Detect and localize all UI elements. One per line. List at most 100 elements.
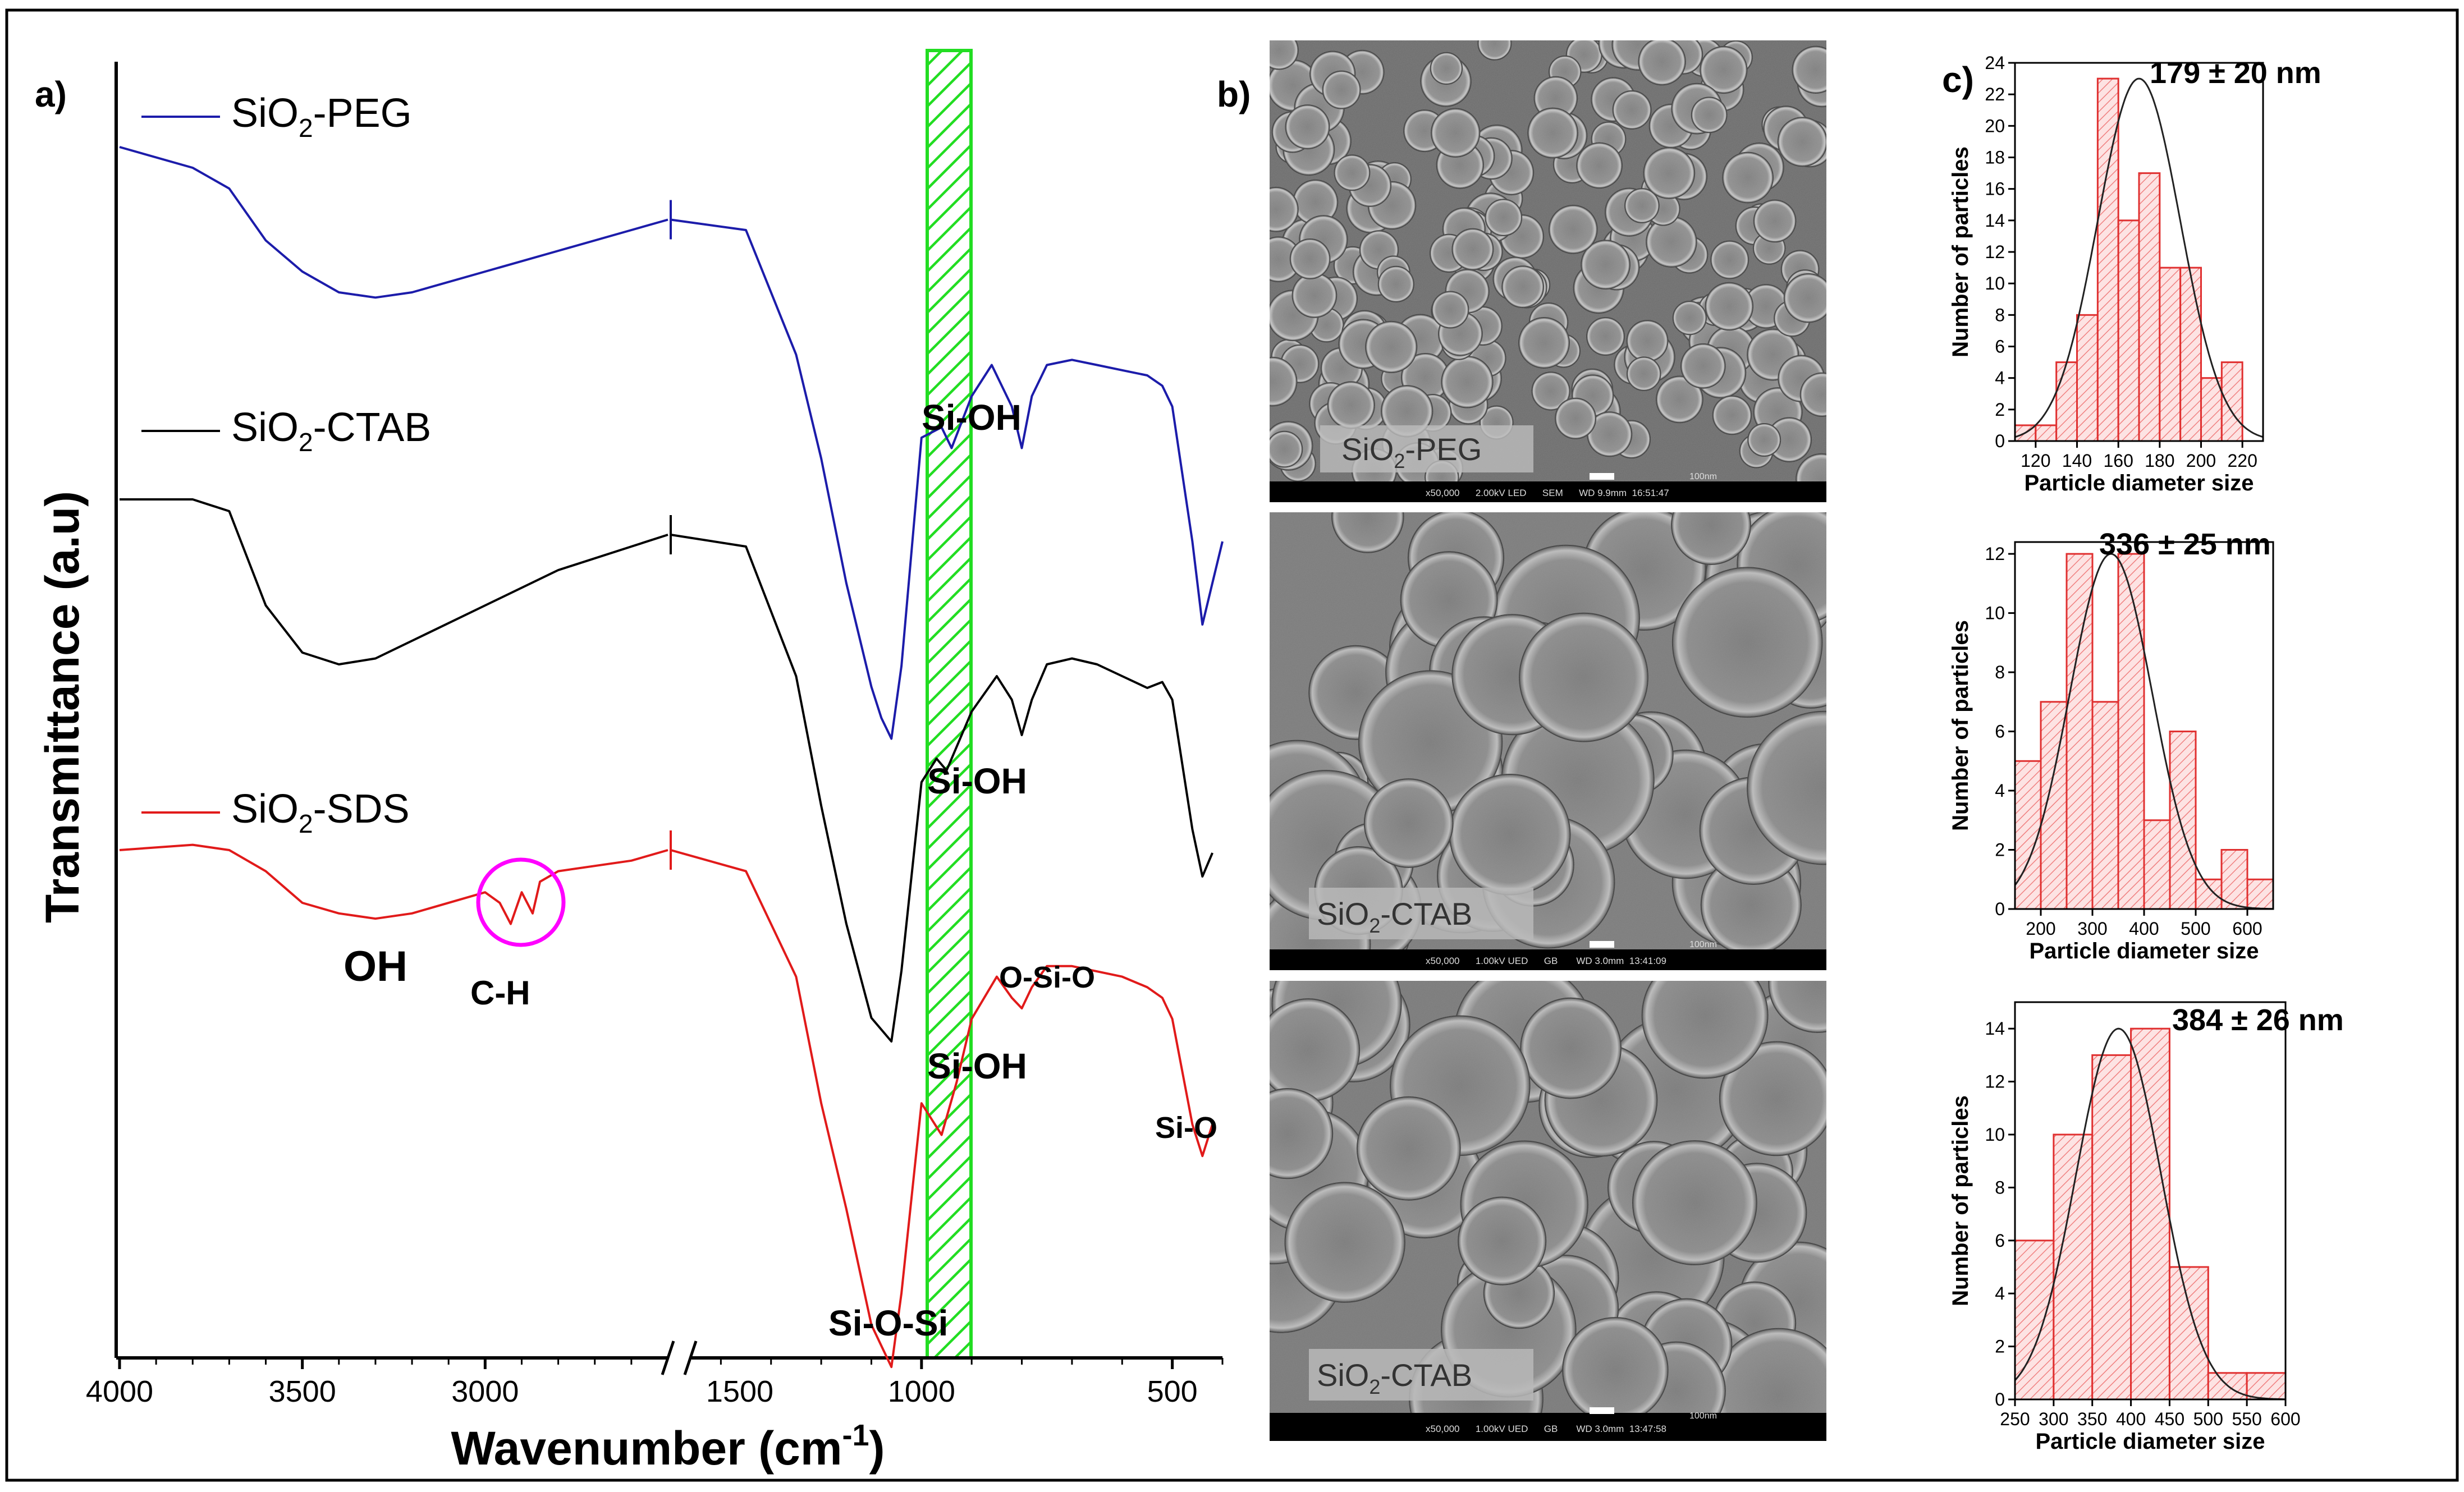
- y-tick-label: 6: [1995, 1231, 2005, 1251]
- y-tick-label: 6: [1995, 722, 2005, 742]
- ch-highlight-circle: [476, 857, 566, 947]
- sem-scale-bar: [1590, 473, 1614, 480]
- histogram-bar: [2076, 314, 2099, 442]
- sem-label-box: [1309, 888, 1533, 939]
- ftir-series-group: [119, 146, 1224, 1369]
- sem-info-bar: [1270, 949, 1826, 970]
- histogram-bar: [2014, 1239, 2055, 1401]
- legend-label-sds: SiO2-SDS: [231, 787, 410, 838]
- legend-label-ctab: SiO2-CTAB: [231, 405, 431, 457]
- annotation-si-oh-peg: Si-OH: [922, 397, 1022, 438]
- y-tick-label: 8: [1995, 662, 2005, 682]
- y-tick-label: 12: [1985, 1072, 2005, 1092]
- sem-scale-bar: [1590, 1407, 1614, 1414]
- y-tick-label: 22: [1985, 84, 2005, 104]
- histogram-y-label: Number of particles: [1948, 1095, 1973, 1306]
- histogram-bar: [2035, 424, 2058, 442]
- x-tick-label: 600: [2232, 919, 2262, 939]
- gaussian-fit-curve: [2014, 1027, 2286, 1401]
- x-tick-label: 400: [2116, 1409, 2146, 1429]
- annotation-si-o: Si-O: [1155, 1111, 1217, 1145]
- y-tick-label: 16: [1985, 179, 2005, 199]
- x-tick-label: 160: [2103, 451, 2133, 471]
- x-tick-label: 250: [2000, 1409, 2030, 1429]
- x-tick-label: 450: [2155, 1409, 2184, 1429]
- x-tick-label: 500: [2181, 919, 2210, 939]
- sem-scale-bar: [1590, 941, 1614, 948]
- sem-label-ctab-2: SiO2-CTAB: [1317, 1357, 1472, 1398]
- histogram-bar: [2200, 377, 2223, 442]
- y-tick-label: 2: [1995, 400, 2005, 420]
- histogram-bar: [2246, 878, 2274, 910]
- ftir-x-axis-label: Wavenumber (cm-1): [451, 1418, 885, 1475]
- panel-label-c: c): [1942, 59, 1974, 100]
- sem-image-ctab-2: 100nm x50,000 1.00kV UED GB WD 3.0mm 13:…: [1270, 981, 1826, 1441]
- histogram-bar: [2117, 553, 2145, 910]
- sem-info-bar: [1270, 1413, 1826, 1441]
- histogram-bar: [2014, 760, 2042, 910]
- y-tick-label: 18: [1985, 148, 2005, 168]
- histogram-bar: [2053, 1133, 2094, 1401]
- y-tick-label: 12: [1985, 544, 2005, 564]
- y-tick-label: 10: [1985, 1124, 2005, 1145]
- ftir-series-ctab: [120, 498, 1213, 1043]
- y-tick-label: 4: [1995, 368, 2005, 388]
- x-tick-label: 500: [2193, 1409, 2223, 1429]
- legend-entry-sds: SiO2-SDS: [141, 787, 410, 838]
- annotation-si-oh-ctab: Si-OH: [927, 761, 1027, 801]
- sem-image-peg: 100nm x50,000 2.00kV LED SEM WD 9.9mm 16…: [1270, 40, 1826, 502]
- y-tick-label: 10: [1985, 273, 2005, 293]
- sem-label-box: [1309, 1349, 1533, 1401]
- legend-entry-ctab: SiO2-CTAB: [141, 405, 431, 457]
- x-tick-label: 120: [2021, 451, 2050, 471]
- axis-break-mark-1: [661, 1340, 675, 1375]
- x-tick-label: 1500: [706, 1375, 773, 1408]
- annotation-o-si-o: O-Si-O: [999, 961, 1095, 994]
- histogram-bar: [2055, 361, 2078, 442]
- histogram-bar: [2169, 731, 2197, 910]
- sem-info-text: x50,000 1.00kV UED GB WD 3.0mm 13:41:09: [1426, 956, 1666, 966]
- x-tick-label: 550: [2232, 1409, 2261, 1429]
- histogram-bar: [2220, 849, 2248, 910]
- sem-scale-text: 100nm: [1689, 940, 1717, 949]
- ftir-y-axis-label: Transmittance (a.u): [36, 491, 89, 923]
- annotation-si-o-si: Si-O-Si: [828, 1303, 948, 1343]
- histogram-bar: [2138, 172, 2161, 442]
- ftir-series-peg: [119, 146, 1224, 740]
- x-tick-label: 300: [2039, 1409, 2068, 1429]
- y-tick-label: 0: [1995, 431, 2005, 451]
- gaussian-fit-curve: [2014, 77, 2264, 438]
- histogram-x-label: Particle diameter size: [2035, 1429, 2265, 1454]
- gaussian-fit-curve: [2014, 553, 2273, 910]
- x-tick-label: 1000: [888, 1375, 955, 1408]
- sem-info-text: x50,000 1.00kV UED GB WD 3.0mm 13:47:58: [1426, 1424, 1666, 1434]
- histogram-bar: [2179, 267, 2202, 442]
- y-tick-label: 6: [1995, 337, 2005, 357]
- sem-scale-text: 100nm: [1689, 1411, 1717, 1421]
- histogram-bar: [2130, 1027, 2170, 1401]
- histogram-title: 384 ± 26 nm: [2172, 1003, 2344, 1037]
- histogram-title: 336 ± 25 nm: [2099, 527, 2271, 561]
- histogram-bar: [2091, 701, 2119, 910]
- sem-panel: b) 100nm x50,000 2.00kV LED SEM WD 9.9mm…: [1217, 40, 1826, 1441]
- x-tick-label: 3500: [269, 1375, 336, 1408]
- x-tick-label: 220: [2227, 451, 2257, 471]
- panel-label-b: b): [1217, 74, 1251, 114]
- y-tick-label: 12: [1985, 242, 2005, 262]
- histogram-y-label: Number of particles: [1948, 146, 1973, 357]
- annotation-si-oh-sds: Si-OH: [927, 1046, 1027, 1086]
- y-tick-label: 4: [1995, 781, 2005, 801]
- histogram-bar: [2246, 1372, 2287, 1401]
- x-tick-label: 400: [2129, 919, 2159, 939]
- annotation-oh: OH: [344, 943, 407, 990]
- si-oh-highlight-band: [926, 49, 973, 1360]
- sem-label-ctab-1: SiO2-CTAB: [1317, 896, 1472, 937]
- x-tick-label: 200: [2186, 451, 2216, 471]
- ftir-series-sds: [119, 843, 1214, 1369]
- y-tick-label: 14: [1985, 210, 2005, 231]
